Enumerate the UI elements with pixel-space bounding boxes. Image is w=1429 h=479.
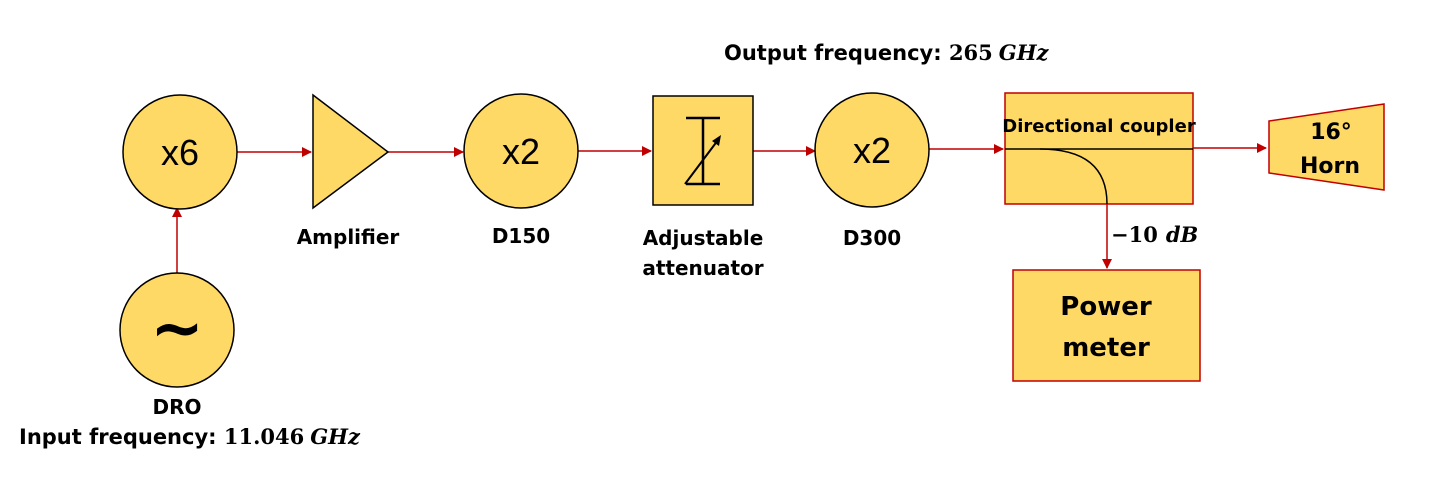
oscillator-icon: [119, 272, 235, 388]
multiplier-x6: x6: [122, 94, 238, 210]
horn-antenna-icon: [1268, 103, 1385, 191]
adjustable-attenuator: Adjustable attenuator: [642, 95, 764, 280]
amplifier: Amplifier: [297, 93, 400, 249]
multiplier-icon: [463, 93, 579, 209]
attenuator-label-line1: Adjustable: [643, 226, 764, 250]
horn-antenna: 16° Horn: [1268, 103, 1385, 191]
dro-oscillator: ~ DRO: [119, 272, 235, 419]
multiplier-icon: [122, 94, 238, 210]
horn-line2: Horn: [1300, 154, 1360, 179]
power-meter-line2: meter: [1062, 333, 1150, 363]
amplifier-triangle-icon: [312, 93, 390, 210]
horn-line1: 16°: [1310, 120, 1352, 145]
multiplier-d300-text: x2: [853, 130, 891, 171]
amplifier-label: Amplifier: [297, 225, 400, 249]
multiplier-d300: x2 D300: [814, 92, 930, 250]
multiplier-x6-text: x6: [161, 132, 199, 173]
power-meter: Power meter: [1012, 269, 1201, 382]
power-meter-line1: Power: [1060, 292, 1152, 322]
multiplier-d150: x2 D150: [463, 93, 579, 248]
d300-label: D300: [843, 226, 901, 250]
power-meter-box: [1012, 269, 1201, 382]
dro-label: DRO: [152, 395, 201, 419]
coupler-branch-curve: [1039, 148, 1108, 205]
variable-attenuator-icon: [684, 116, 721, 186]
directional-coupler: Directional coupler: [1002, 92, 1196, 205]
attenuator-label-line2: attenuator: [642, 256, 763, 280]
multiplier-d150-text: x2: [502, 131, 540, 172]
coupler-label: Directional coupler: [1002, 116, 1196, 137]
sine-wave-glyph: ~: [150, 292, 204, 366]
d150-label: D150: [492, 224, 550, 248]
multiplier-icon: [814, 92, 930, 208]
